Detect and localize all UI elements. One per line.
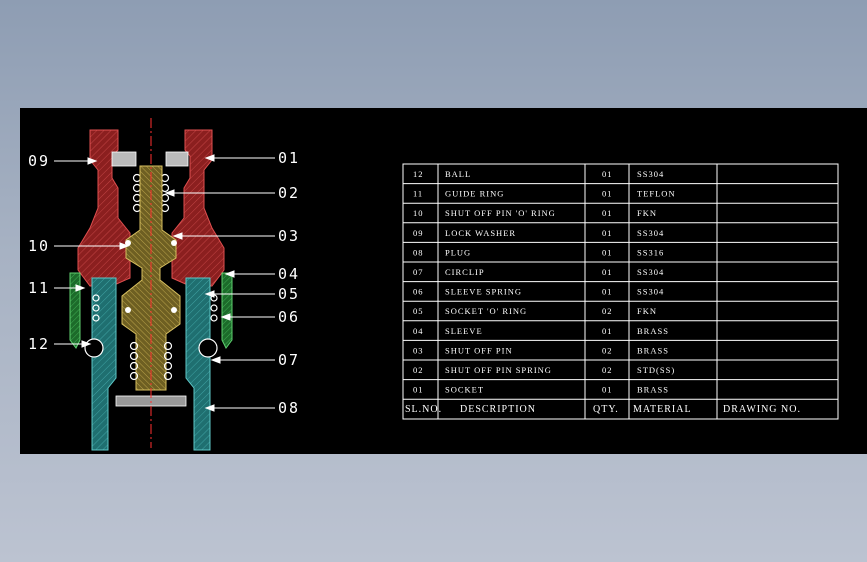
header-qty: QTY. <box>593 404 619 415</box>
cell-description: SOCKET <box>445 385 484 395</box>
table-row: 08 PLUG 01 SS316 <box>413 247 664 257</box>
cell-qty: 01 <box>602 385 613 395</box>
callout-08: 08 <box>278 399 300 417</box>
cell-material: SS304 <box>637 228 664 238</box>
cell-description: SHUT OFF PIN 'O' RING <box>445 208 556 218</box>
cell-material: SS304 <box>637 169 664 179</box>
cell-sl: 08 <box>413 247 424 257</box>
cell-material: FKN <box>637 208 657 218</box>
cell-sl: 03 <box>413 345 424 355</box>
callout-06: 06 <box>278 308 300 326</box>
cell-description: GUIDE RING <box>445 189 504 199</box>
cell-description: SOCKET 'O' RING <box>445 306 527 316</box>
header-drawing-no: DRAWING NO. <box>723 404 801 415</box>
cell-sl: 12 <box>413 169 424 179</box>
cell-qty: 01 <box>602 326 613 336</box>
cell-description: BALL <box>445 169 471 179</box>
coupling-section <box>69 118 233 451</box>
cell-sl: 04 <box>413 326 424 336</box>
sleeve-left <box>69 272 81 349</box>
header-sl-no: SL.NO. <box>405 404 442 415</box>
callout-04: 04 <box>278 265 300 283</box>
cell-material: SS304 <box>637 267 664 277</box>
cell-qty: 01 <box>602 247 613 257</box>
table-border <box>402 163 839 420</box>
cell-description: LOCK WASHER <box>445 228 516 238</box>
callout-02: 02 <box>278 184 300 202</box>
lock-washer-right <box>165 151 189 167</box>
cad-viewport[interactable]: 01 02 03 04 05 06 07 08 09 10 11 12 12 BA… <box>20 108 867 454</box>
callout-11: 11 <box>28 279 50 297</box>
cell-qty: 01 <box>602 189 613 199</box>
cell-material: SS304 <box>637 287 664 297</box>
cell-description: SHUT OFF PIN <box>445 345 513 355</box>
callout-09: 09 <box>28 152 50 170</box>
lock-washer-left <box>111 151 137 167</box>
cell-description: SLEEVE <box>445 326 483 336</box>
cell-sl: 05 <box>413 306 424 316</box>
table-row: 11 GUIDE RING 01 TEFLON <box>413 189 676 199</box>
callout-07: 07 <box>278 351 300 369</box>
cell-sl: 11 <box>413 189 423 199</box>
cell-sl: 06 <box>413 287 424 297</box>
cell-qty: 01 <box>602 208 613 218</box>
table-row: 02 SHUT OFF PIN SPRING 02 STD(SS) <box>413 365 675 375</box>
table-row: 10 SHUT OFF PIN 'O' RING 01 FKN <box>413 208 657 218</box>
cell-qty: 01 <box>602 267 613 277</box>
plug-body-left <box>91 277 117 451</box>
o-ring-left <box>125 307 131 313</box>
table-row: 03 SHUT OFF PIN 02 BRASS <box>413 345 669 355</box>
table-row: 09 LOCK WASHER 01 SS304 <box>413 228 664 238</box>
table-row: 05 SOCKET 'O' RING 02 FKN <box>413 306 657 316</box>
plug-body-right <box>185 277 211 451</box>
cell-qty: 01 <box>602 228 613 238</box>
callouts: 01 02 03 04 05 06 07 08 09 10 11 12 <box>28 149 300 417</box>
sleeve-right <box>221 272 233 349</box>
callout-10: 10 <box>28 237 50 255</box>
cell-description: PLUG <box>445 247 471 257</box>
cell-qty: 01 <box>602 287 613 297</box>
header-material: MATERIAL <box>633 404 692 415</box>
cell-sl: 02 <box>413 365 424 375</box>
cell-material: BRASS <box>637 385 669 395</box>
cell-qty: 02 <box>602 306 613 316</box>
cell-description: CIRCLIP <box>445 267 485 277</box>
cell-material: BRASS <box>637 326 669 336</box>
cell-qty: 02 <box>602 345 613 355</box>
table-header: SL.NO. DESCRIPTION QTY. MATERIAL DRAWING… <box>405 404 801 415</box>
cell-sl: 01 <box>413 385 424 395</box>
cell-material: STD(SS) <box>637 365 675 375</box>
o-ring-right <box>171 307 177 313</box>
callout-01: 01 <box>278 149 300 167</box>
header-description: DESCRIPTION <box>460 404 536 415</box>
cell-qty: 02 <box>602 365 613 375</box>
cell-sl: 09 <box>413 228 424 238</box>
callout-03: 03 <box>278 227 300 245</box>
cell-sl: 10 <box>413 208 424 218</box>
cell-material: TEFLON <box>637 189 676 199</box>
table-row: 01 SOCKET 01 BRASS <box>413 385 669 395</box>
pin-ring-right <box>171 240 177 246</box>
ball-right <box>198 338 218 358</box>
lower-springs <box>92 294 218 381</box>
cell-qty: 01 <box>602 169 613 179</box>
cad-drawing: 01 02 03 04 05 06 07 08 09 10 11 12 12 BA… <box>28 118 839 451</box>
cell-description: SLEEVE SPRING <box>445 287 522 297</box>
table-row: 12 BALL 01 SS304 <box>413 169 664 179</box>
ball-left <box>84 338 104 358</box>
cell-sl: 07 <box>413 267 424 277</box>
cell-material: SS316 <box>637 247 664 257</box>
table-row: 06 SLEEVE SPRING 01 SS304 <box>413 287 664 297</box>
table-row: 04 SLEEVE 01 BRASS <box>413 326 669 336</box>
cell-material: BRASS <box>637 345 669 355</box>
table-row: 07 CIRCLIP 01 SS304 <box>413 267 664 277</box>
pin-ring-left <box>125 240 131 246</box>
callout-12: 12 <box>28 335 50 353</box>
shut-off-pin <box>121 165 181 391</box>
cell-description: SHUT OFF PIN SPRING <box>445 365 552 375</box>
cell-material: FKN <box>637 306 657 316</box>
callout-05: 05 <box>278 285 300 303</box>
